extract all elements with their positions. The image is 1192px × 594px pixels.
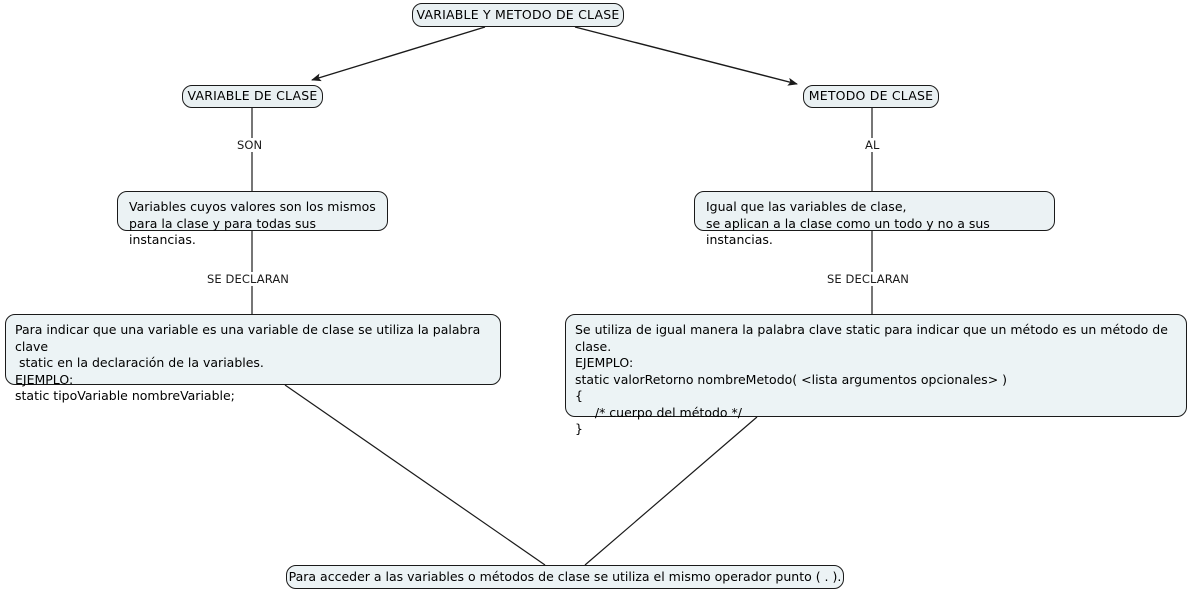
edge-root-to-variable (311, 26, 486, 82)
edge-root-to-metodo (574, 26, 798, 86)
node-variable-code[interactable]: Para indicar que una variable es una var… (5, 314, 501, 403)
node-variable-description[interactable]: Variables cuyos valores son los mismos p… (117, 191, 388, 247)
node-root[interactable]: VARIABLE Y METODO DE CLASE (412, 3, 624, 27)
edge-label-se-declaran-left: SE DECLARAN (204, 272, 293, 286)
node-variable-de-clase[interactable]: VARIABLE DE CLASE (182, 85, 323, 108)
edge-label-se-declaran-right: SE DECLARAN (824, 272, 913, 286)
node-metodo-description[interactable]: Igual que las variables de clase, se apl… (694, 191, 1055, 247)
node-bottom-summary[interactable]: Para acceder a las variables o métodos d… (286, 565, 844, 589)
edge-variable-code-to-bottom (284, 384, 546, 566)
edge-metodo-code-to-bottom (584, 416, 758, 566)
edge-label-son: SON (234, 138, 266, 152)
node-root-label: VARIABLE Y METODO DE CLASE (416, 6, 620, 22)
node-metodo-code[interactable]: Se utiliza de igual manera la palabra cl… (565, 314, 1187, 436)
node-variable-code-text: Para indicar que una variable es una var… (15, 322, 481, 403)
node-variable-de-clase-label: VARIABLE DE CLASE (187, 88, 318, 104)
node-metodo-de-clase[interactable]: METODO DE CLASE (803, 85, 939, 108)
node-metodo-code-text: Se utiliza de igual manera la palabra cl… (575, 322, 1168, 436)
edge-label-al: AL (862, 138, 883, 152)
node-metodo-de-clase-label: METODO DE CLASE (808, 88, 934, 104)
node-variable-description-text: Variables cuyos valores son los mismos p… (129, 199, 376, 247)
node-bottom-summary-label: Para acceder a las variables o métodos d… (288, 568, 842, 584)
node-metodo-description-text: Igual que las variables de clase, se apl… (706, 199, 990, 247)
